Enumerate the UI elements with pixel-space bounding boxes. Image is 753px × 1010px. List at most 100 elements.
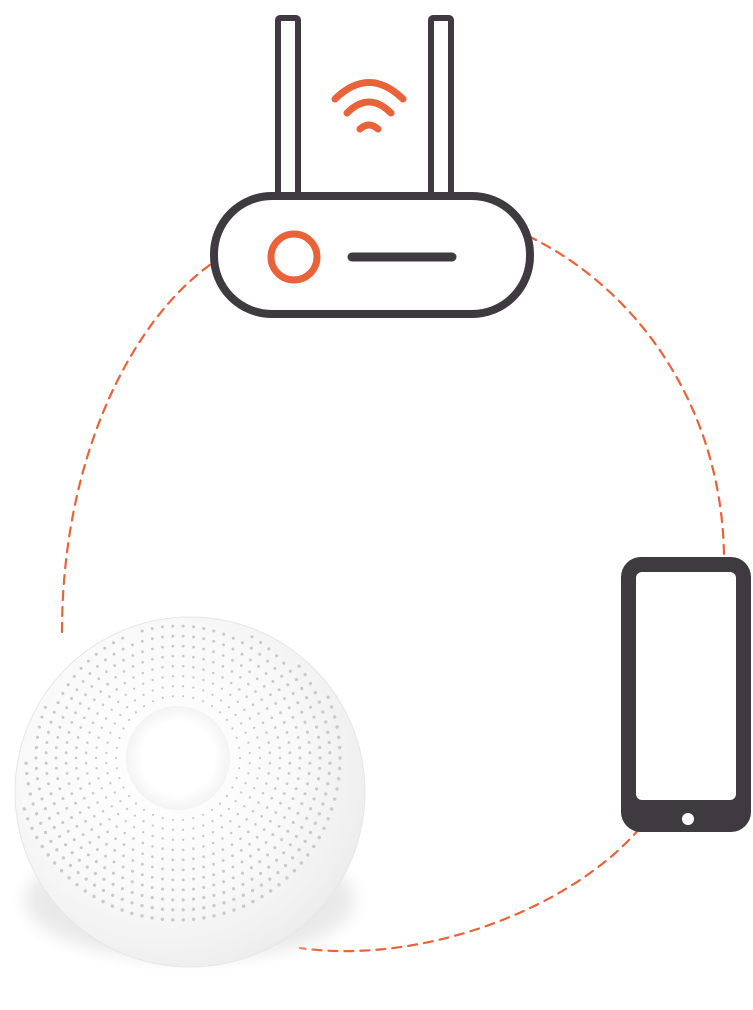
grille-hole xyxy=(192,857,195,860)
grille-hole xyxy=(162,697,164,699)
grille-hole xyxy=(75,767,78,770)
grille-hole xyxy=(234,714,236,716)
grille-hole xyxy=(67,683,70,686)
grille-hole xyxy=(161,666,164,669)
grille-hole xyxy=(241,872,244,875)
grille-hole xyxy=(182,675,184,677)
grille-hole xyxy=(202,658,205,661)
grille-hole xyxy=(96,712,99,715)
grille-hole xyxy=(202,824,204,826)
grille-hole xyxy=(251,889,254,892)
grille-hole xyxy=(192,636,195,639)
grille-hole xyxy=(68,731,71,734)
grille-hole xyxy=(202,689,204,691)
grille-hole xyxy=(109,732,111,734)
grille-hole xyxy=(249,762,251,764)
grille-hole xyxy=(75,688,78,691)
grille-hole xyxy=(68,782,71,785)
grille-hole xyxy=(240,722,242,724)
grille-hole xyxy=(242,894,245,897)
grille-hole xyxy=(308,762,311,765)
grille-hole xyxy=(244,732,246,734)
grille-hole xyxy=(291,856,294,859)
grille-hole xyxy=(211,820,213,822)
grille-hole xyxy=(237,813,239,815)
grille-hole xyxy=(312,845,315,848)
grille-hole xyxy=(93,815,96,818)
grille-hole xyxy=(212,894,215,897)
grille-hole xyxy=(330,807,333,810)
grille-hole xyxy=(249,717,251,719)
grille-hole xyxy=(212,683,214,685)
grille-hole xyxy=(297,665,300,668)
grille-hole xyxy=(295,835,298,838)
grille-hole xyxy=(231,648,234,651)
grille-hole xyxy=(232,887,235,890)
grille-hole xyxy=(87,707,90,710)
grille-hole xyxy=(71,851,74,854)
grille-hole xyxy=(88,672,91,675)
grille-hole xyxy=(253,787,255,789)
grille-hole xyxy=(265,841,268,844)
grille-hole xyxy=(103,647,106,650)
grille-hole xyxy=(269,820,272,823)
grille-hole xyxy=(182,695,184,697)
grille-hole xyxy=(109,782,111,784)
grille-hole xyxy=(150,916,153,919)
grille-hole xyxy=(326,782,329,785)
grille-hole xyxy=(126,706,128,708)
grille-hole xyxy=(115,688,118,691)
grille-hole xyxy=(309,831,312,834)
grille-hole xyxy=(308,741,311,744)
grille-hole xyxy=(251,900,254,903)
grille-hole xyxy=(238,825,241,828)
grille-hole xyxy=(162,686,164,688)
grille-hole xyxy=(142,672,145,675)
grille-hole xyxy=(266,853,269,856)
grille-hole xyxy=(77,736,80,739)
grille-hole xyxy=(275,654,278,657)
grille-hole xyxy=(182,665,185,668)
grille-hole xyxy=(131,880,134,883)
grille-hole xyxy=(122,659,125,662)
grille-hole xyxy=(151,835,153,837)
grille-hole xyxy=(277,883,280,886)
grille-hole xyxy=(303,840,306,843)
grille-hole xyxy=(266,707,269,710)
grille-hole xyxy=(102,878,105,881)
grille-hole xyxy=(35,812,38,815)
grille-hole xyxy=(97,836,100,839)
grille-hole xyxy=(75,746,78,749)
grille-hole xyxy=(141,661,144,664)
grille-hole xyxy=(220,699,222,701)
grille-hole xyxy=(308,751,311,754)
grille-hole xyxy=(247,742,249,744)
wifi-router-icon xyxy=(214,18,530,314)
grille-hole xyxy=(182,819,184,821)
grille-hole xyxy=(212,831,214,833)
grille-hole xyxy=(257,665,260,668)
grille-hole xyxy=(231,659,234,662)
grille-hole xyxy=(297,736,300,739)
grille-hole xyxy=(122,854,125,857)
grille-hole xyxy=(297,848,300,851)
grille-hole xyxy=(105,762,107,764)
grille-hole xyxy=(219,803,221,805)
grille-hole xyxy=(110,709,112,711)
grille-hole xyxy=(299,757,302,760)
grille-hole xyxy=(202,637,205,640)
grille-hole xyxy=(118,777,120,779)
grille-hole xyxy=(289,762,292,765)
grille-hole xyxy=(229,820,231,822)
grille-hole xyxy=(142,842,145,845)
grille-hole xyxy=(222,859,225,862)
grille-hole xyxy=(270,797,273,800)
grille-hole xyxy=(105,843,108,846)
grille-hole xyxy=(202,855,205,858)
grille-hole xyxy=(86,866,89,869)
grille-hole xyxy=(24,762,27,765)
grille-hole xyxy=(112,872,115,875)
grille-hole xyxy=(115,757,117,759)
grille-hole xyxy=(73,838,76,841)
grille-hole xyxy=(228,808,230,810)
